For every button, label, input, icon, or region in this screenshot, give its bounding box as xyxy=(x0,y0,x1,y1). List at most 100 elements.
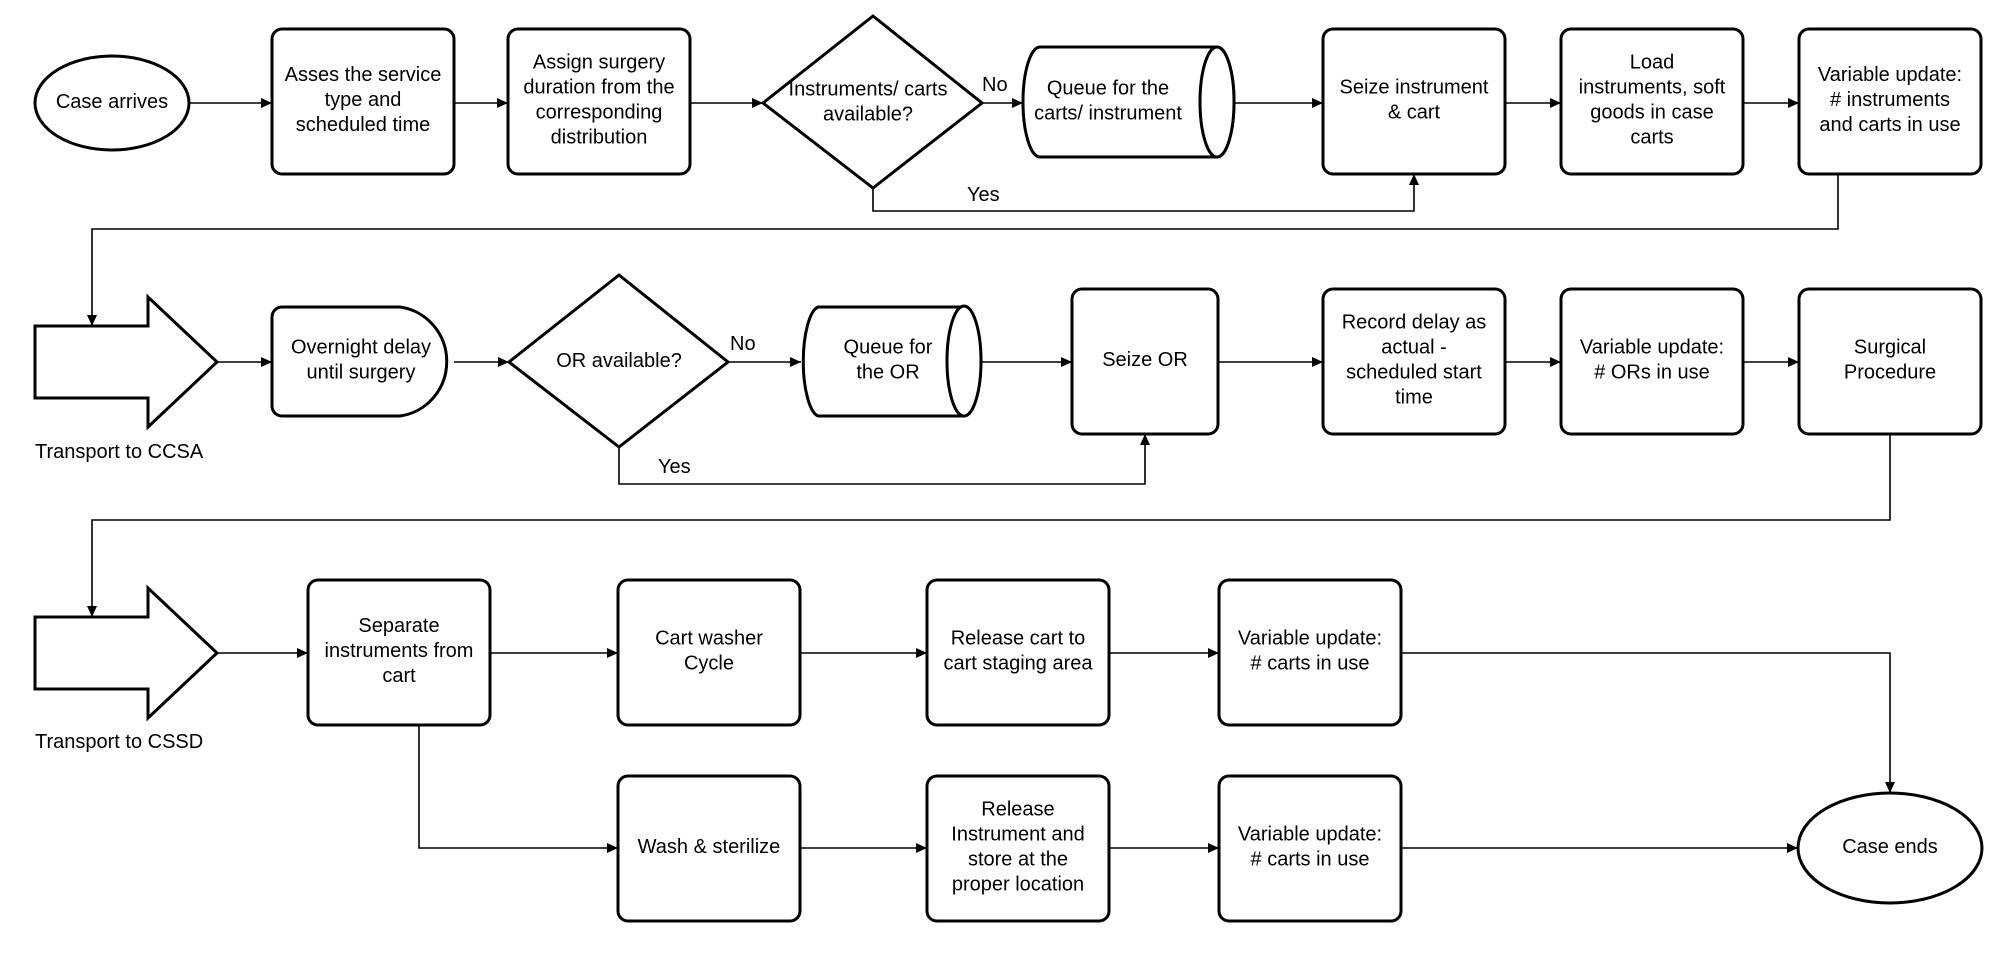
label-line: # ORs in use xyxy=(1594,362,1710,384)
connector-lines xyxy=(87,98,1895,853)
overnight-delay-node: Overnight delay until surgery xyxy=(270,305,449,418)
label-line: instruments, soft xyxy=(1579,77,1726,99)
edge-update-carts-to-case-ends xyxy=(1401,652,1895,793)
label-line: Queue for the xyxy=(1047,78,1169,100)
label-line: instruments from xyxy=(325,640,474,662)
seize-instrument-label: Seize instrument& cart xyxy=(1340,77,1489,124)
instruments-no-label: No xyxy=(982,74,1008,96)
release-cart-node: Release cart to cart staging area xyxy=(925,578,1111,727)
variable-update-carts-1-label: Variable update: # carts in use xyxy=(1238,628,1382,675)
label-line: Seize instrument xyxy=(1340,77,1489,99)
label-line: Wash & sterilize xyxy=(638,836,781,858)
label-line: # carts in use xyxy=(1251,849,1370,871)
case-arrives-node: Case arrives xyxy=(33,54,191,152)
separate-instruments-label: Separate instruments from cart xyxy=(325,615,474,687)
assess-service-node: Asses the service type and scheduled time xyxy=(270,27,456,176)
or-no-label: No xyxy=(730,333,756,355)
wash-sterilize-node: Wash & sterilize xyxy=(616,774,802,923)
label-line: time xyxy=(1395,387,1433,409)
variable-update-carts-1-node: Variable update: # carts in use xyxy=(1217,578,1403,727)
label-line: cart xyxy=(382,665,416,687)
variable-update-ors-node: Variable update: # ORs in use xyxy=(1559,287,1745,436)
label-line: store at the xyxy=(968,849,1068,871)
or-yes-label: Yes xyxy=(658,456,691,478)
label-line: Case arrives xyxy=(56,91,168,113)
seize-or-node: Seize OR xyxy=(1070,287,1220,436)
label-line: Record delay as xyxy=(1342,312,1487,334)
label-line: and carts in use xyxy=(1819,114,1960,136)
label-line: Variable update: xyxy=(1238,824,1382,846)
label-line: Procedure xyxy=(1844,362,1936,384)
label-line: # instruments xyxy=(1830,89,1950,111)
case-ends-label: Case ends xyxy=(1842,836,1938,858)
label-line: Assign surgery xyxy=(533,52,665,74)
instruments-yes-label: Yes xyxy=(967,184,1000,206)
variable-update-carts-2-node: Variable update: # carts in use xyxy=(1217,774,1403,923)
label-line: OR available? xyxy=(556,350,682,372)
label-line: cart staging area xyxy=(944,653,1094,675)
release-cart-label: Release cart to cart staging area xyxy=(944,628,1094,675)
label-line: Variable update: xyxy=(1238,628,1382,650)
variable-update-ors-label: Variable update: # ORs in use xyxy=(1580,337,1724,384)
variable-update-instruments-node: Variable update: # instruments and carts i… xyxy=(1797,27,1983,176)
transport-cssd-label: Transport to CSSD xyxy=(35,731,203,753)
label-line: the OR xyxy=(856,362,919,384)
label-line: Cycle xyxy=(684,653,734,675)
label-line: Transport to CCSA xyxy=(35,441,204,463)
label-line: scheduled time xyxy=(296,114,431,136)
label-line: # carts in use xyxy=(1251,653,1370,675)
label-line: type and xyxy=(325,89,402,111)
label-line: Instruments/ carts xyxy=(789,79,948,101)
queue-carts-node: Queue for the carts/ instrument xyxy=(1021,45,1236,159)
label-line: proper location xyxy=(952,874,1084,896)
label-line: until surgery xyxy=(307,362,416,384)
queue-carts-label: Queue for the carts/ instrument xyxy=(1034,78,1182,125)
label-line: Queue for xyxy=(844,337,933,359)
label-line: carts/ instrument xyxy=(1034,103,1182,125)
label-line: Variable update: xyxy=(1580,337,1724,359)
label-line: Cart washer xyxy=(655,628,763,650)
queue-or-node: Queue for the OR xyxy=(801,304,983,418)
label-line: distribution xyxy=(551,127,648,149)
label-line: Variable update: xyxy=(1818,64,1962,86)
case-arrives-label: Case arrives xyxy=(56,91,168,113)
label-line: carts xyxy=(1630,127,1673,149)
label-line: Surgical xyxy=(1854,337,1926,359)
overnight-delay-label: Overnight delay until surgery xyxy=(291,337,431,384)
label-line: goods in case xyxy=(1590,102,1713,124)
edge-separate-to-wash xyxy=(418,725,618,853)
edge-row1-to-transport-ccsa xyxy=(87,174,1839,326)
label-line: actual - xyxy=(1381,337,1447,359)
transport-ccsa-label: Transport to CCSA xyxy=(35,441,204,463)
edge-row2-to-transport-cssd xyxy=(87,434,1891,617)
variable-update-carts-2-label: Variable update: # carts in use xyxy=(1238,824,1382,871)
transport-ccsa-arrow-shape: Transport to CCSA xyxy=(33,293,220,463)
transport-cssd-arrow-shape: Transport to CSSD xyxy=(33,584,220,753)
label-line: Instrument and xyxy=(951,824,1084,846)
label-line: Asses the service xyxy=(285,64,442,86)
label-line: scheduled start xyxy=(1346,362,1482,384)
label-line: Overnight delay xyxy=(291,337,431,359)
label-line: Seize OR xyxy=(1102,349,1188,371)
or-available-label: OR available? xyxy=(556,350,682,372)
case-ends-node: Case ends xyxy=(1796,791,1984,905)
assess-service-label: Asses the service type and scheduled time xyxy=(285,64,442,136)
wash-sterilize-label: Wash & sterilize xyxy=(638,836,781,858)
label-line: duration from the xyxy=(523,77,674,99)
variable-update-instruments-label: Variable update: # instruments and carts i… xyxy=(1818,64,1962,136)
label-line: Separate xyxy=(358,615,439,637)
seize-or-label: Seize OR xyxy=(1102,349,1188,371)
label-line: Case ends xyxy=(1842,836,1938,858)
label-line: Release cart to xyxy=(951,628,1086,650)
